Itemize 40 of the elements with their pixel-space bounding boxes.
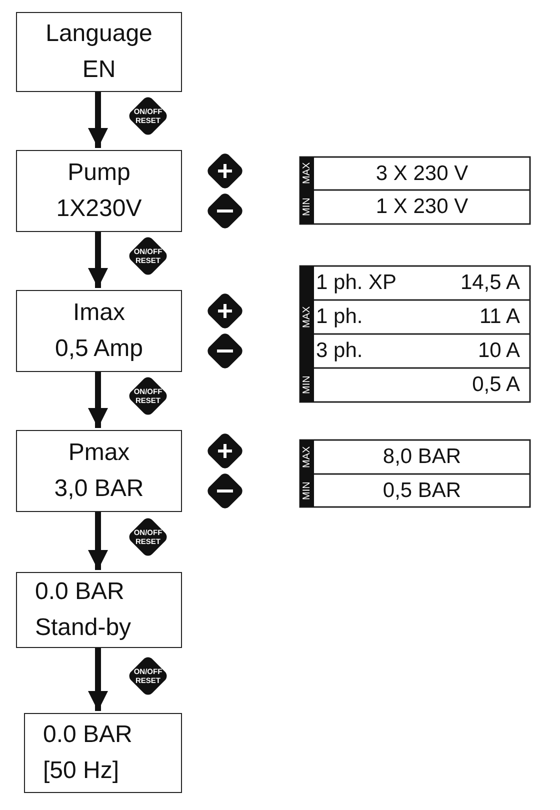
arrow (88, 232, 108, 288)
range-label: MIN (300, 474, 314, 507)
range-label: MAX (300, 440, 314, 474)
range-label: MAX (300, 157, 314, 190)
setting-value: 1 ph. (316, 305, 363, 329)
display-box (16, 430, 182, 512)
setting-value: 11 A (480, 305, 520, 329)
range-label: MIN (300, 368, 314, 402)
setting-value: 3 X 230 V (374, 162, 470, 186)
display-box (24, 713, 182, 793)
display-text: 0.0 BAR (35, 577, 124, 607)
display-text: 0,5 Amp (54, 334, 144, 364)
display-box (16, 572, 182, 648)
setting-value: 10 A (478, 339, 520, 363)
setting-value: 3 ph. (316, 339, 363, 363)
display-text: Stand-by (35, 613, 132, 643)
display-text: [50 Hz] (43, 756, 120, 786)
arrow (88, 648, 108, 711)
setting-value: 0,5 A (472, 373, 520, 397)
display-text: Pmax (68, 438, 130, 468)
setting-value: 1 X 230 V (374, 195, 470, 219)
arrow (88, 372, 108, 428)
display-box (16, 290, 182, 372)
display-box (16, 150, 182, 232)
range-label: MIN (300, 190, 314, 224)
setting-value: 0,5 BAR (382, 479, 462, 503)
setting-value: 1 ph. XP (316, 271, 397, 295)
display-box (16, 12, 182, 92)
setting-value: 8,0 BAR (382, 445, 462, 469)
display-text: 1X230V (56, 194, 142, 224)
display-text: Language (46, 19, 152, 49)
display-text: EN (82, 55, 116, 85)
display-text: Pump (68, 158, 130, 188)
arrow (88, 512, 108, 570)
display-text: 0.0 BAR (43, 720, 132, 750)
display-text: 3,0 BAR (54, 474, 144, 504)
arrow (88, 92, 108, 148)
display-text: Imax (72, 298, 125, 328)
range-label: MAX (300, 266, 314, 368)
setting-value: 14,5 A (460, 271, 520, 295)
